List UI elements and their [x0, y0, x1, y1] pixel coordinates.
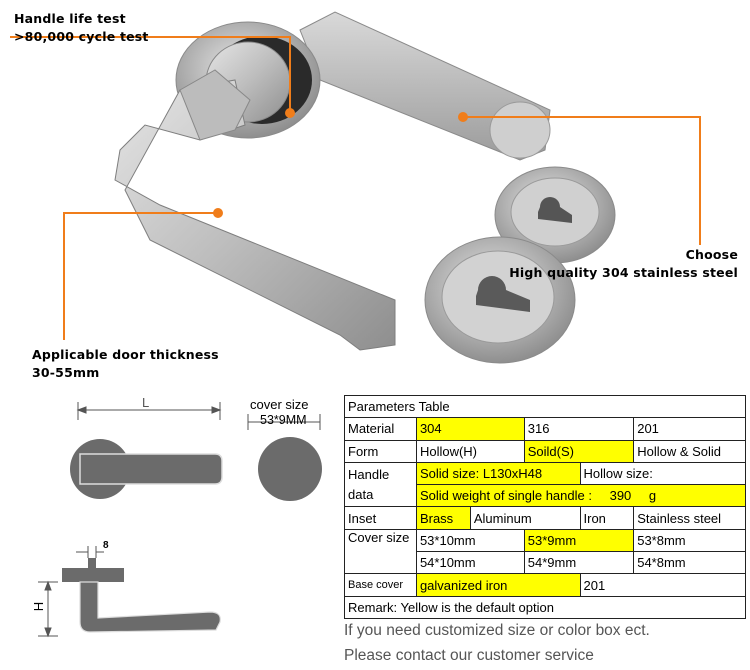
table-row-base: Base cover galvanized iron 201	[344, 573, 747, 597]
table-cell: 304	[415, 417, 525, 441]
table-cell: Iron	[579, 506, 635, 530]
cover-size-title: cover size	[250, 397, 309, 412]
thickness-dimension	[76, 546, 104, 558]
table-row-handle-weight: Solid weight of single handle : 390 g	[345, 484, 747, 508]
callout-lines	[10, 36, 701, 340]
table-cell: 53*8mm	[633, 528, 746, 553]
footer-line-1: If you need customized size or color box…	[344, 622, 650, 639]
row-label: Base cover	[344, 573, 417, 597]
table-cell: Soild(S)	[523, 439, 635, 463]
footer-line-2: Please contact our customer service	[344, 647, 594, 664]
parameters-table: Parameters Table Material 304 316 201 Fo…	[344, 394, 747, 620]
length-dimension	[76, 402, 222, 420]
length-label: L	[142, 395, 150, 410]
height-label: H	[31, 601, 47, 612]
height-dimension	[38, 580, 58, 638]
table-cell: Hollow & Solid	[633, 439, 746, 463]
handle-side-view	[62, 558, 221, 633]
remark-cell: Remark: Yellow is the default option	[344, 595, 746, 620]
door-thickness-value: 30-55mm	[32, 365, 100, 380]
cover-size-value: 53*9MM	[260, 413, 307, 427]
table-row-handle: Handle data Solid size: L130xH48 Hollow …	[344, 461, 747, 508]
table-cell: Solid size: L130xH48	[415, 461, 581, 486]
table-row-cover-2: 54*10mm 54*9mm 54*8mm	[345, 551, 746, 575]
table-title-row: Parameters Table	[344, 394, 746, 419]
table-cell: Brass	[415, 506, 471, 530]
row-label-line: Handle	[348, 466, 390, 482]
table-row-inset: Inset Brass Aluminum Iron Stainless stee…	[344, 506, 746, 530]
door-thickness-callout: Applicable door thickness 30-55mm	[32, 346, 219, 382]
table-cell: 316	[523, 417, 635, 441]
product-photo	[10, 11, 701, 364]
weight-label: Solid weight of single handle :	[419, 488, 592, 504]
weight-value: 390	[609, 488, 632, 504]
handle-life-callout: Handle life test >80,000 cycle test	[14, 10, 149, 46]
choose-title: Choose	[685, 247, 738, 262]
row-label-line: data	[348, 486, 374, 502]
table-row-material: Material 304 316 201	[344, 417, 746, 441]
cover-circle	[258, 437, 322, 501]
table-cell: 54*10mm	[415, 551, 525, 575]
handle-top-view	[70, 439, 223, 499]
row-label: Material	[344, 417, 417, 441]
table-cell: 54*9mm	[523, 551, 635, 575]
weight-unit: g	[648, 488, 657, 504]
table-cell: Hollow(H)	[415, 439, 525, 463]
table-row-cover-1: Cover size 53*10mm 53*9mm 53*8mm	[344, 528, 746, 575]
escutcheon-back	[494, 166, 616, 264]
table-cell: 201	[579, 573, 747, 597]
table-cell: Solid weight of single handle : 390 g	[415, 484, 747, 508]
table-cell: 201	[633, 417, 746, 441]
handle-life-title: Handle life test	[14, 11, 126, 26]
table-cell: 53*10mm	[415, 528, 525, 553]
table-cell: 53*9mm	[523, 528, 635, 553]
row-label: Form	[344, 439, 417, 463]
row-label: Inset	[344, 506, 417, 530]
front-lever	[114, 69, 396, 351]
back-lever	[299, 11, 551, 161]
choose-callout: Choose High quality 304 stainless steel	[509, 246, 738, 282]
table-row-remark: Remark: Yellow is the default option	[344, 595, 746, 620]
handle-life-value: >80,000 cycle test	[14, 29, 149, 44]
thickness-label: 8	[103, 540, 109, 551]
table-cell: 54*8mm	[633, 551, 746, 575]
row-label: Handle data	[344, 461, 417, 508]
door-thickness-title: Applicable door thickness	[32, 347, 219, 362]
choose-value: High quality 304 stainless steel	[509, 265, 738, 280]
table-title: Parameters Table	[344, 394, 746, 419]
cover-size-marker	[247, 414, 321, 430]
dimension-diagram	[38, 402, 322, 638]
table-cell: Hollow size:	[579, 461, 747, 486]
table-cell: Aluminum	[469, 506, 581, 530]
table-row-form: Form Hollow(H) Soild(S) Hollow & Solid	[344, 439, 746, 463]
escutcheon-front	[424, 236, 576, 364]
row-label: Cover size	[344, 528, 417, 575]
table-cell: galvanized iron	[415, 573, 581, 597]
table-cell: Stainless steel	[633, 506, 746, 530]
